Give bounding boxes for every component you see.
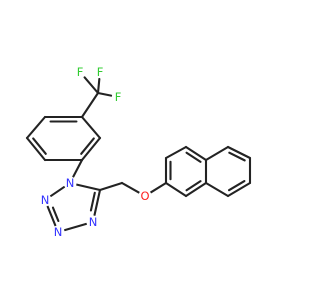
atom-F2: F <box>94 65 106 79</box>
atom-label-N3: N <box>54 225 63 239</box>
molecule-canvas: F F F N N N N <box>25 65 252 239</box>
bond-C5-CH2 <box>98 181 124 192</box>
atom-F1: F <box>74 65 86 79</box>
bond-n4-n7 <box>204 145 230 162</box>
bond-N3-N4 <box>63 222 88 232</box>
atom-label-layer: F F F N N N N <box>38 65 152 239</box>
bond-Ccf-F2 <box>96 77 101 95</box>
bond-N2-N3 <box>46 205 57 227</box>
atom-N1: N <box>63 176 77 190</box>
bond-n7-n8-inner <box>228 151 246 162</box>
bond-n3-n4 <box>184 145 208 162</box>
atom-N2: N <box>38 193 52 207</box>
bond-O1-n1 <box>149 181 168 194</box>
bond-N2-N3-inner <box>51 206 60 223</box>
bond-a5-a6 <box>80 136 102 162</box>
bond-a3-a4 <box>25 136 47 162</box>
bond-N4-C5 <box>93 188 102 217</box>
bond-a2-a3 <box>25 115 47 140</box>
atom-label-F3: F <box>115 90 122 104</box>
atom-label-N1: N <box>66 176 75 190</box>
bond-a1-Ccf <box>80 91 100 119</box>
molecule-structure: F F F N N N N <box>25 65 252 239</box>
atom-label-F2: F <box>97 65 104 79</box>
atom-N4: N <box>86 215 100 229</box>
bond-N4-C5-inner <box>89 191 96 212</box>
bond-n9-n10 <box>226 181 252 198</box>
bond-a3-a4-inner <box>32 137 47 155</box>
bond-n5-n6 <box>184 181 208 198</box>
bond-CH2-O1 <box>120 181 140 194</box>
bond-layer <box>25 76 252 232</box>
bond-Ccf-F3 <box>96 91 113 97</box>
bond-C5-N1 <box>75 183 102 192</box>
bond-n5-n6-inner <box>185 180 202 192</box>
atom-label-O1: O <box>140 189 149 203</box>
bond-n10-n5 <box>204 181 230 198</box>
bond-n6-n1 <box>164 181 188 198</box>
bond-a5-a6-inner <box>80 137 95 155</box>
bond-n3-n4-inner <box>185 151 202 163</box>
atom-label-F1: F <box>77 65 84 79</box>
bond-Ccf-F1 <box>83 76 100 95</box>
atom-F3: F <box>112 90 124 104</box>
bond-n2-n3 <box>164 145 188 160</box>
bond-n7-n8 <box>226 145 252 160</box>
bond-a5-N1 <box>72 158 84 178</box>
atom-N3: N <box>51 225 65 239</box>
bond-a6-a1 <box>80 115 102 140</box>
atom-label-N4: N <box>89 215 98 229</box>
bond-n9-n10-inner <box>227 180 246 192</box>
bond-N1-N2 <box>49 185 66 198</box>
atom-O1: O <box>138 189 152 203</box>
atom-label-N2: N <box>41 193 50 207</box>
